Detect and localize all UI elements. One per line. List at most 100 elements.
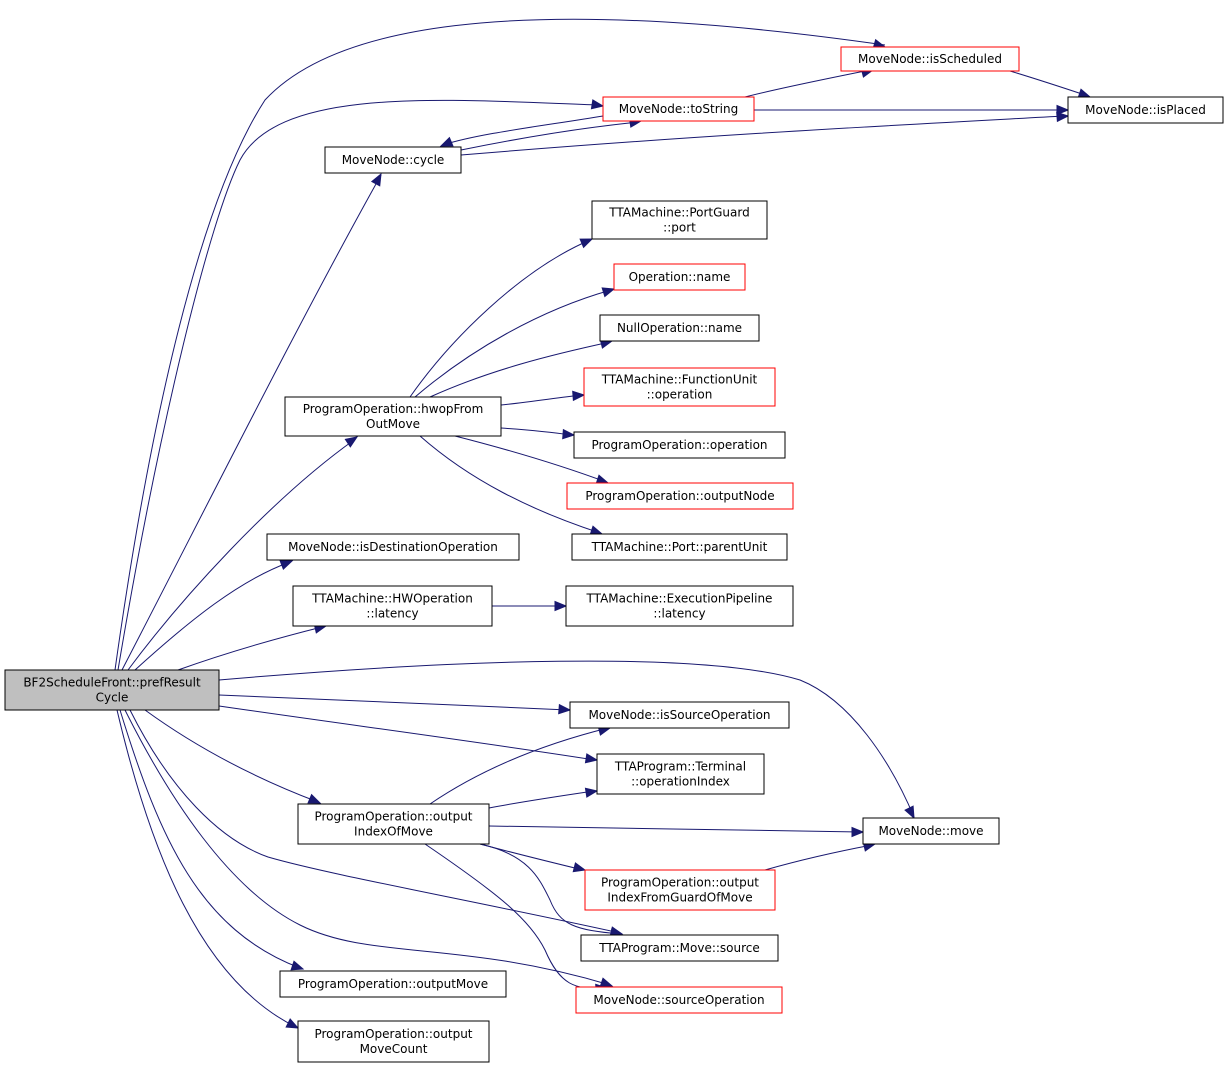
edge-root-outputIndex [144,709,319,803]
arrowhead-root-sourceOp [599,977,614,988]
node-label: MoveNode::isDestinationOperation [288,540,498,554]
node-box [580,934,779,962]
node-box [284,396,502,437]
edges [114,18,1092,1029]
node-box [571,533,788,561]
arrowhead-root-outputMove [290,960,305,971]
node-box [596,753,765,795]
node-operationName[interactable]: Operation::name [613,263,746,291]
edge-root-hwLatency [177,626,323,671]
node-outputIndexFromGuard[interactable]: ProgramOperation::outputIndexFromGuardOf… [584,869,776,911]
arrowhead-cycle-isPlaced [1056,111,1070,123]
node-label: Cycle [96,691,129,705]
edge-guard-move [764,844,873,871]
edge-outIdx-move [488,825,861,833]
edge-isScheduled-isPlaced [1009,70,1089,97]
node-label: TTAProgram::Terminal [614,760,746,774]
node-label: Operation::name [629,270,731,284]
node-box [292,585,493,627]
node-toString[interactable]: MoveNode::toString [602,96,755,122]
node-label: ::latency [366,607,418,621]
edge-outIdx-sourceOp [424,843,606,989]
node-box [575,986,783,1014]
node-terminalOperationIndex[interactable]: TTAProgram::Terminal::operationIndex [596,753,765,795]
nodes: BF2ScheduleFront::prefResultCycleMoveNod… [4,46,1224,1063]
node-box [584,869,776,911]
edge-root-isScheduled [114,18,886,671]
node-pipelineLatency[interactable]: TTAMachine::ExecutionPipeline::latency [565,585,794,627]
arrowhead-root-terminal [584,753,599,764]
node-isPlaced[interactable]: MoveNode::isPlaced [1067,96,1224,124]
arrowhead-root-cycle [370,172,382,187]
node-label: MoveNode::toString [619,102,738,116]
node-cycle[interactable]: MoveNode::cycle [324,146,462,174]
arrowhead-hwop-poOp [562,428,576,440]
node-portGuardPort[interactable]: TTAMachine::PortGuard::port [591,200,768,240]
node-label: NullOperation::name [617,321,742,335]
edge-root-isDest [134,561,291,671]
node-label: MoveNode::cycle [342,153,445,167]
node-moveNodeMove[interactable]: MoveNode::move [862,817,1000,845]
arrowhead-hwop-opName [601,287,616,298]
arrowhead-root-hwop [344,436,359,448]
node-box [4,669,220,711]
node-box [266,533,520,561]
node-label: TTAMachine::FunctionUnit [601,373,758,387]
node-label: TTAMachine::PortGuard [608,206,749,220]
node-isDestinationOperation[interactable]: MoveNode::isDestinationOperation [266,533,520,561]
node-label: BF2ScheduleFront::prefResult [23,676,201,690]
edge-hwop-portGuard [409,239,591,398]
node-fuOperation[interactable]: TTAMachine::FunctionUnit::operation [583,367,776,407]
node-label: ProgramOperation::output [314,1027,472,1041]
edge-outIdx-terminal [488,790,595,809]
arrowhead-hwLatency-pipeline [554,600,568,612]
node-label: ProgramOperation::output [601,876,759,890]
edge-hwop-opName [414,289,612,398]
node-label: ProgramOperation::hwopFrom [303,402,484,416]
node-label: MoveNode::isPlaced [1085,103,1206,117]
node-outputMove[interactable]: ProgramOperation::outputMove [279,970,507,998]
node-label: IndexFromGuardOfMove [607,891,752,905]
node-isScheduled[interactable]: MoveNode::isScheduled [840,46,1020,72]
arrowhead-root-isSource [558,703,572,715]
node-nullOperationName[interactable]: NullOperation::name [599,314,760,342]
arrowhead-hwop-portGuard [579,238,594,249]
node-label: TTAMachine::Port::parentUnit [591,540,768,554]
node-box [573,431,786,459]
edge-toString-cycle [442,115,604,146]
node-portParentUnit[interactable]: TTAMachine::Port::parentUnit [571,533,788,561]
edge-root-outputMove [119,709,301,969]
node-poOutputNode[interactable]: ProgramOperation::outputNode [566,482,794,510]
node-label: ProgramOperation::outputNode [585,489,774,503]
edge-hwop-poOutput [454,435,607,483]
node-moveSource[interactable]: TTAProgram::Move::source [580,934,779,962]
edge-outIdx-isSource [429,727,609,805]
node-label: MoveNode::isSourceOperation [588,708,770,722]
node-sourceOperation[interactable]: MoveNode::sourceOperation [575,986,783,1014]
node-box [569,701,790,729]
node-label: MoveNode::isScheduled [858,52,1002,66]
edge-cycle-toString [460,121,639,151]
node-box [840,46,1020,72]
edge-root-hwop [127,439,355,671]
node-label: ProgramOperation::outputMove [298,977,488,991]
arrowhead-outIdx-terminal [584,787,599,798]
arrowhead-outIdx-move [851,826,865,838]
node-label: MoveNode::sourceOperation [593,993,764,1007]
arrowhead-root-isDest [279,560,294,571]
node-isSourceOperation[interactable]: MoveNode::isSourceOperation [569,701,790,729]
node-hwOperationLatency[interactable]: TTAMachine::HWOperation::latency [292,585,493,627]
edge-hwop-parentUnit [419,435,601,534]
node-poOperation[interactable]: ProgramOperation::operation [573,431,786,459]
arrowhead-root-moveNodeMove [904,805,915,820]
arrowhead-root-outputIndex [307,793,322,804]
node-box [565,585,794,627]
edge-root-sourceOp [124,709,611,986]
node-box [279,970,507,998]
node-label: ::latency [653,607,705,621]
